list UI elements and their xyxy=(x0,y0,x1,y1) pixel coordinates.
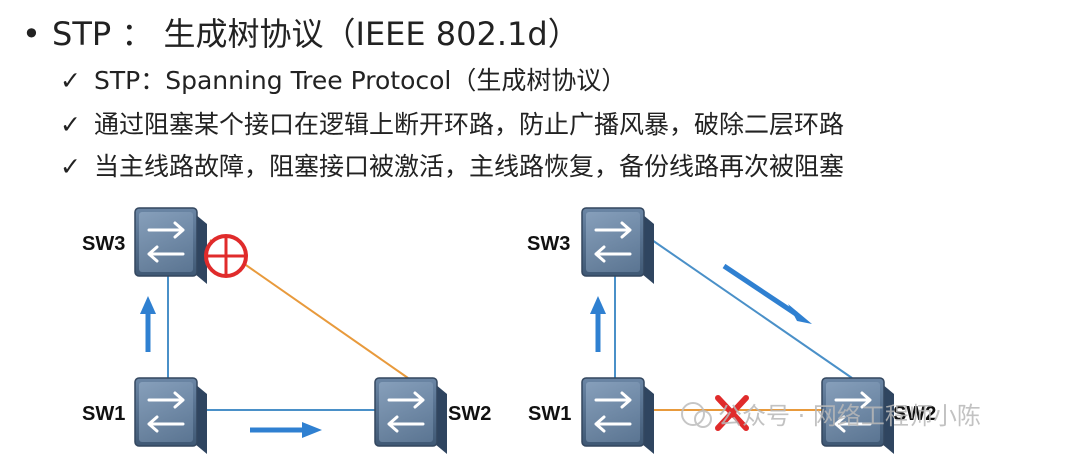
blocked-port-icon xyxy=(204,234,248,278)
switch-icon xyxy=(580,376,656,456)
point-text: 当主线路故障，阻塞接口被激活，主线路恢复，备份线路再次被阻塞 xyxy=(94,152,845,181)
switch-label: SW2 xyxy=(448,403,491,425)
switch-label: SW1 xyxy=(528,403,571,425)
left-topology: SW3 SW1 SW2 xyxy=(82,206,491,456)
diagonal-arrow-icon xyxy=(722,263,812,324)
right-topology: SW3 SW1 SW2 xyxy=(527,206,936,456)
check-icon: ✓ xyxy=(60,152,81,181)
main-heading: • STP ： 生成树协议（IEEE 802.1d） xyxy=(22,14,580,54)
switch-icon xyxy=(580,206,656,286)
switch-icon xyxy=(133,376,209,456)
point-2: ✓ 通过阻塞某个接口在逻辑上断开环路，防止广播风暴，破除二层环路 xyxy=(60,108,844,142)
switch-icon xyxy=(133,206,209,286)
up-arrow-icon xyxy=(590,296,606,352)
check-icon: ✓ xyxy=(60,66,81,95)
point-3: ✓ 当主线路故障，阻塞接口被激活，主线路恢复，备份线路再次被阻塞 xyxy=(60,150,844,184)
switch-icon xyxy=(373,376,449,456)
check-icon: ✓ xyxy=(60,110,81,139)
point-text: 通过阻塞某个接口在逻辑上断开环路，防止广播风暴，破除二层环路 xyxy=(94,110,845,139)
watermark: 公众号 · 网络工程师小陈 xyxy=(681,402,981,430)
link-failure-x-icon xyxy=(715,395,749,431)
right-arrow-icon xyxy=(250,422,322,438)
bullet-marker: • xyxy=(22,15,41,53)
point-1: ✓ STP：Spanning Tree Protocol（生成树协议） xyxy=(60,64,626,98)
point-text: STP：Spanning Tree Protocol（生成树协议） xyxy=(94,66,627,95)
switch-label: SW2 xyxy=(893,403,936,425)
heading-text: STP ： 生成树协议（IEEE 802.1d） xyxy=(52,15,580,53)
switch-label: SW1 xyxy=(82,403,125,425)
watermark-text: 公众号 · 网络工程师小陈 xyxy=(718,402,981,430)
switch-label: SW3 xyxy=(82,233,125,255)
link-sw3-sw2 xyxy=(651,239,853,379)
switch-label: SW3 xyxy=(527,233,570,255)
up-arrow-icon xyxy=(140,296,156,352)
